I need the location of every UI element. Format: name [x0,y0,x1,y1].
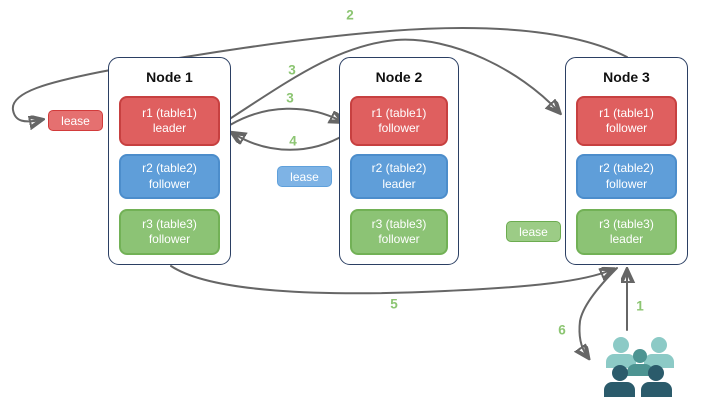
replica-name: r3 (table3) [599,216,654,231]
lease-badge-green: lease [506,221,561,242]
node-3-title: Node 3 [603,69,650,85]
arrow-step2-node3-to-lease [11,27,628,121]
step-label-6: 6 [558,322,566,338]
arrow-step6-node3-to-users [579,267,618,356]
node-2-box: Node 2 r1 (table1) follower r2 (table2) … [339,57,459,265]
node3-replica-r2: r2 (table2) follower [576,154,677,199]
node2-replica-r3: r3 (table3) follower [350,209,448,255]
node2-replica-r1: r1 (table1) follower [350,96,448,146]
step-label-3a: 3 [288,62,296,78]
step-label-2: 2 [346,7,354,23]
replica-name: r1 (table1) [599,105,654,120]
step-label-4: 4 [289,133,297,149]
arrow-step3-node1-to-node2 [229,107,341,126]
node1-replica-r3: r3 (table3) follower [119,209,220,255]
node1-replica-r1: r1 (table1) leader [119,96,220,146]
step-label-1: 1 [636,298,644,314]
replica-role: follower [605,176,648,191]
replica-role: leader [609,232,644,246]
replica-role: follower [148,232,191,246]
replica-role: follower [605,121,648,135]
node2-replica-r2: r2 (table2) leader [350,154,448,199]
replica-name: r1 (table1) [371,105,427,120]
node3-replica-r3: r3 (table3) leader [576,209,677,255]
node-1-box: Node 1 r1 (table1) leader r2 (table2) fo… [108,57,231,265]
replica-name: r3 (table3) [142,216,197,231]
arrow-step5-node1-to-node3 [170,265,611,295]
replica-role: follower [148,176,191,191]
users-group-icon [598,334,678,398]
node-1-title: Node 1 [146,69,193,85]
replica-role: follower [378,232,420,246]
lease-badge-blue: lease [277,166,332,187]
replica-name: r3 (table3) [371,216,427,231]
replica-name: r1 (table1) [142,105,197,120]
node-3-box: Node 3 r1 (table1) follower r2 (table2) … [565,57,688,265]
arrow-step4-node2-to-node1 [234,134,347,151]
step-label-3b: 3 [286,90,294,106]
node1-replica-r2: r2 (table2) follower [119,154,220,199]
replica-role: leader [382,176,416,191]
replica-name: r2 (table2) [371,161,427,176]
replica-role: leader [152,121,187,135]
replica-name: r2 (table2) [599,161,654,176]
replica-name: r2 (table2) [142,161,197,176]
node-2-title: Node 2 [375,69,423,85]
lease-badge-red: lease [48,110,103,131]
step-label-5: 5 [390,296,398,312]
arrow-step3-node1-to-node3 [227,38,558,121]
node3-replica-r1: r1 (table1) follower [576,96,677,146]
replica-role: follower [378,121,420,135]
